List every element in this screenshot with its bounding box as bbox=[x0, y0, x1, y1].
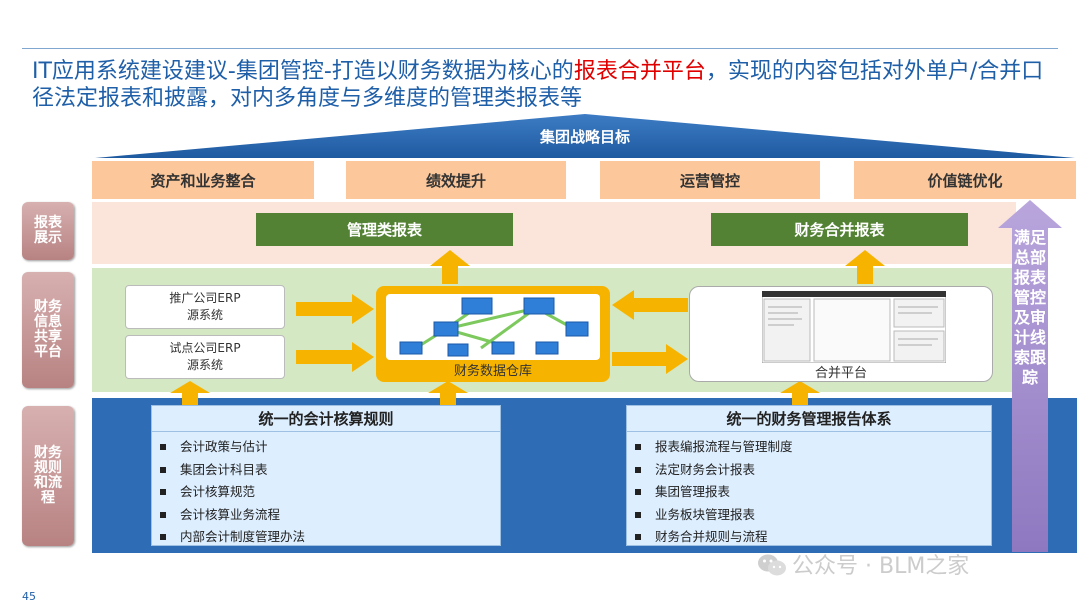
left-arrow-icon bbox=[612, 290, 688, 320]
right-arrow-icon bbox=[296, 294, 374, 324]
consolidated-report-box: 财务合并报表 bbox=[711, 213, 968, 246]
list-item: 会计核算规范 bbox=[158, 481, 500, 504]
page-number: 45 bbox=[22, 590, 36, 603]
top-divider-line bbox=[22, 48, 1058, 49]
up-arrow-icon bbox=[430, 250, 470, 284]
consolidation-platform-label: 合并平台 bbox=[814, 366, 867, 381]
data-warehouse-label: 财务数据仓库 bbox=[453, 364, 532, 379]
list-item: 会计政策与估计 bbox=[158, 436, 500, 459]
list-item: 报表编报流程与管理制度 bbox=[633, 436, 991, 459]
strategy-goal-label: 集团战略目标 bbox=[539, 128, 630, 146]
side-up-arrow-icon bbox=[998, 200, 1062, 552]
list-item: 法定财务会计报表 bbox=[633, 459, 991, 482]
list-item: 内部会计制度管理办法 bbox=[158, 526, 500, 549]
side-arrow-text: 满足总部报表管控及审计线索跟踪 bbox=[1013, 228, 1046, 387]
goal-operations: 运营管控 bbox=[600, 161, 820, 199]
goal-performance: 绩效提升 bbox=[346, 161, 566, 199]
accounting-rules-panel: 统一的会计核算规则 会计政策与估计 集团会计科目表 会计核算规范 会计核算业务流… bbox=[151, 405, 501, 546]
right-arrow-icon bbox=[612, 344, 688, 374]
goal-asset-integration: 资产和业务整合 bbox=[92, 161, 314, 199]
row-label-reports: 报表展示 bbox=[22, 202, 74, 260]
list-item: 业务板块管理报表 bbox=[633, 504, 991, 527]
list-item: 会计核算业务流程 bbox=[158, 504, 500, 527]
up-arrow-icon bbox=[780, 381, 820, 407]
title-highlight: 报表合并平台 bbox=[573, 59, 706, 84]
list-item: 集团管理报表 bbox=[633, 481, 991, 504]
management-report-box: 管理类报表 bbox=[256, 213, 513, 246]
list-item: 财务合并规则与流程 bbox=[633, 526, 991, 549]
strategy-roof bbox=[95, 114, 1075, 158]
row-label-sharing: 财务信息共享平台 bbox=[22, 272, 74, 388]
right-arrow-icon bbox=[296, 342, 374, 372]
wechat-icon bbox=[758, 554, 786, 576]
accounting-rules-title: 统一的会计核算规则 bbox=[152, 406, 500, 432]
page-title: IT应用系统建设建议-集团管控-打造以财务数据为核心的报表合并平台，实现的内容包… bbox=[32, 59, 1044, 111]
mgmt-reporting-panel: 统一的财务管理报告体系 报表编报流程与管理制度 法定财务会计报表 集团管理报表 … bbox=[626, 405, 992, 546]
up-arrow-icon bbox=[170, 381, 210, 407]
up-arrow-icon bbox=[428, 381, 468, 407]
watermark-text: 公众号 · BLM之家 bbox=[792, 554, 970, 579]
mgmt-reporting-title: 统一的财务管理报告体系 bbox=[627, 406, 991, 432]
row-label-rules: 财务规则和流程 bbox=[22, 406, 74, 546]
up-arrow-icon bbox=[845, 250, 885, 284]
goal-value-chain: 价值链优化 bbox=[854, 161, 1076, 199]
data-cubes-icon bbox=[399, 297, 589, 357]
platform-screenshot bbox=[762, 291, 946, 363]
list-item: 集团会计科目表 bbox=[158, 459, 500, 482]
